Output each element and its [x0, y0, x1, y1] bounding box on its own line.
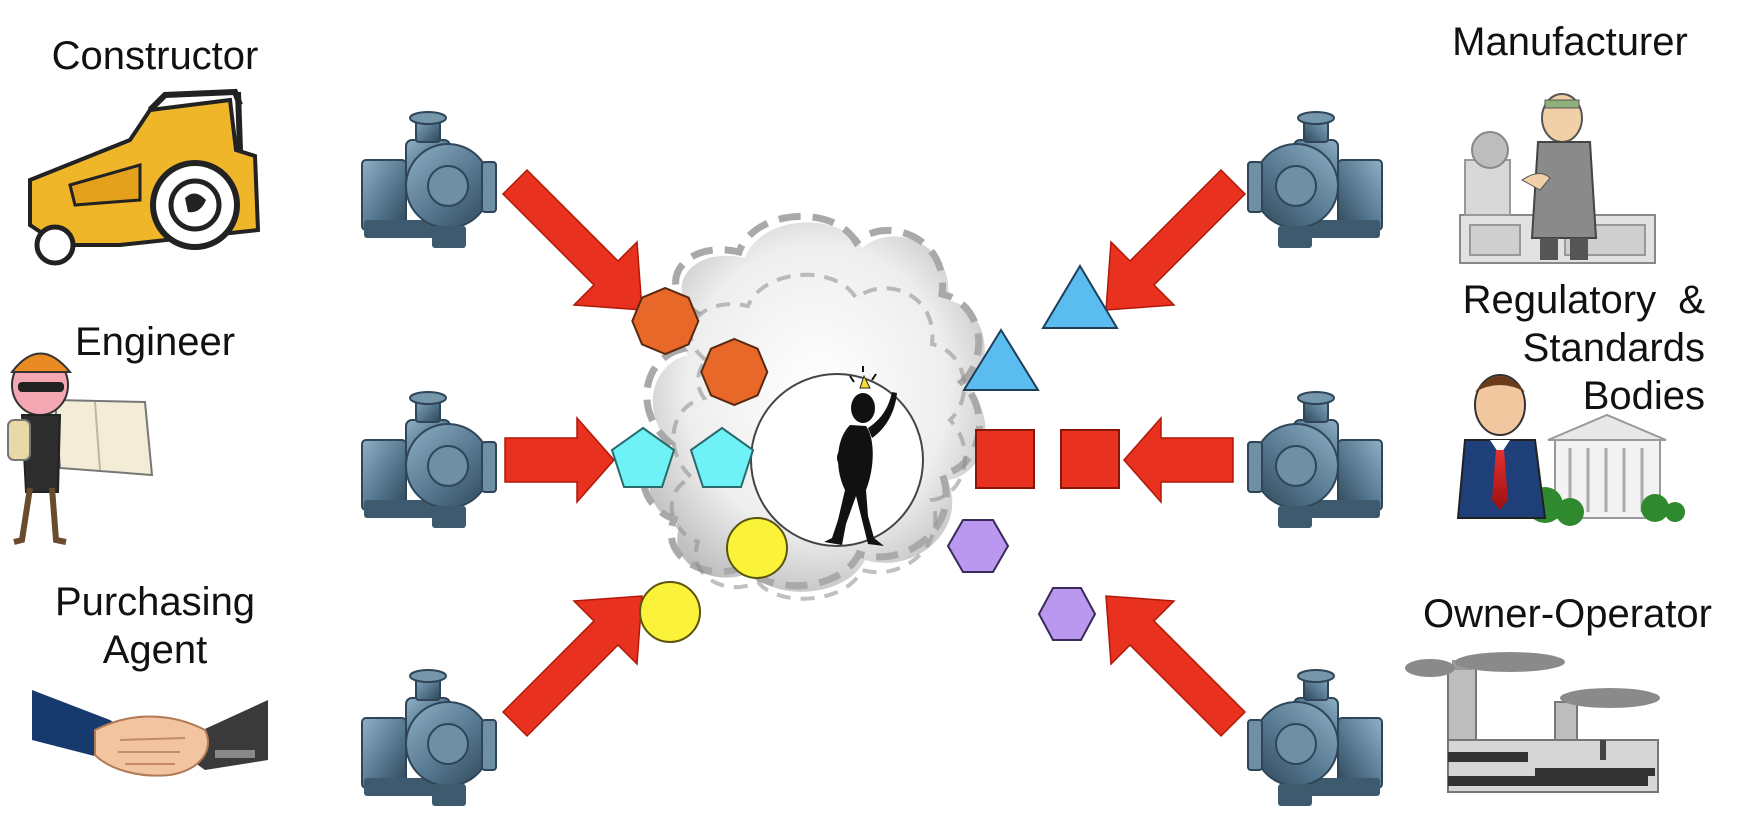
- arrow-bottom-right: [1105, 595, 1247, 738]
- machinist-icon: [1459, 93, 1656, 264]
- role-label-manufacturer: Manufacturer: [1452, 20, 1688, 64]
- role-label-engineer: Engineer: [74, 320, 236, 364]
- pump-icon-middle-left: [361, 391, 497, 529]
- hexagon-outer: [1037, 587, 1097, 641]
- role-label-owner-operator: Owner-Operator: [1423, 592, 1712, 636]
- role-label-regulatory-line3: Bodies: [1582, 374, 1705, 418]
- idea-person-icon: [824, 366, 897, 546]
- pump-icon-top-left: [361, 111, 497, 249]
- triangle-inner: [962, 328, 1040, 391]
- octagon-outer: [631, 286, 700, 356]
- circle-outer: [639, 581, 701, 643]
- role-label-purchasing-line1: Purchasing: [54, 580, 256, 624]
- arrow-middle-left: [504, 416, 615, 504]
- factory-icon: [1405, 652, 1660, 793]
- arrow-top-right: [1105, 168, 1247, 311]
- pump-icon-top-right: [1247, 111, 1383, 249]
- triangle-outer: [1041, 264, 1119, 329]
- role-label-purchasing-line2: Agent: [102, 628, 208, 672]
- pump-icon-middle-right: [1247, 391, 1383, 529]
- center-circle: [750, 373, 924, 547]
- pump-icon-bottom-left: [361, 669, 497, 807]
- role-label-regulatory-standards-bodies: Regulatory & Standards Bodies: [1400, 276, 1705, 420]
- role-label-constructor: Constructor: [51, 34, 259, 78]
- octagon-inner: [700, 337, 769, 407]
- role-label-purchasing-agent: Purchasing Agent: [20, 578, 290, 674]
- engineer-with-blueprint-icon: [7, 352, 154, 545]
- arrow-bottom-left: [501, 595, 643, 738]
- square-outer: [1060, 429, 1120, 489]
- pentagon-inner: [689, 426, 755, 488]
- circle-inner: [726, 517, 788, 579]
- pump-icon-bottom-right: [1247, 669, 1383, 807]
- hexagon-inner: [946, 519, 1010, 573]
- role-label-regulatory-line1: Regulatory &: [1462, 278, 1705, 322]
- arrow-middle-right: [1123, 416, 1234, 504]
- pentagon-outer: [610, 426, 676, 488]
- official-with-government-building-icon: [1456, 374, 1685, 526]
- arrow-top-left: [501, 168, 643, 311]
- handshake-icon: [32, 690, 268, 777]
- square-inner: [975, 429, 1035, 489]
- tractor-icon: [25, 88, 265, 270]
- role-label-regulatory-line2: Standards: [1522, 326, 1705, 370]
